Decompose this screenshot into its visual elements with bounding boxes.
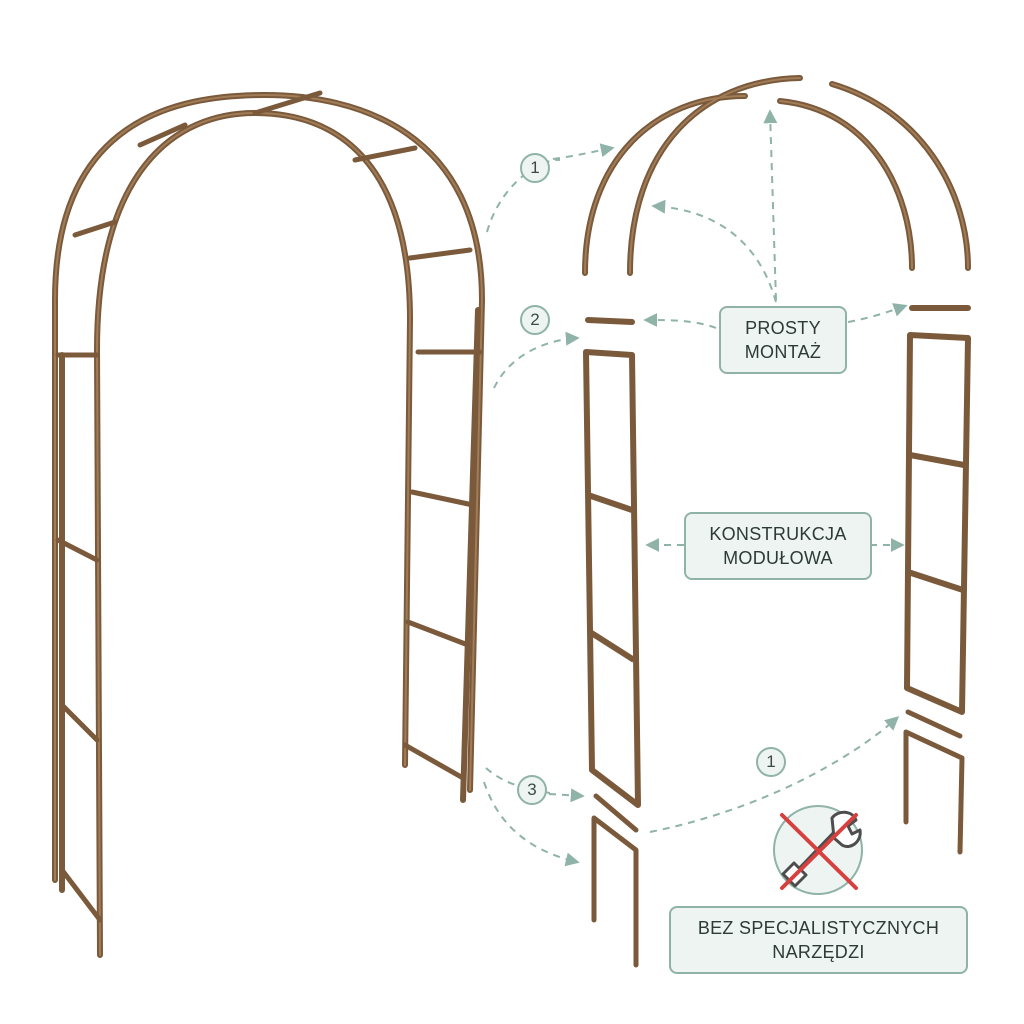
arrow-step-3-lower [483, 781, 580, 867]
top-arch-front-right [829, 81, 971, 271]
label-simple-assembly: PROSTY MONTAŻ [719, 306, 847, 374]
arrow-assembly-to-bar-left [643, 313, 717, 329]
assembled-arch-front-frame [59, 109, 481, 958]
stake-connector-left [593, 793, 639, 833]
side-panel-right [904, 332, 971, 715]
label-no-special-tools-line-1: BEZ SPECJALISTYCZNYCH [697, 918, 940, 938]
ground-stake-right [903, 729, 965, 855]
label-modular-construction-line-1: KONSTRUKCJA [709, 524, 847, 544]
side-panel-left [583, 349, 641, 808]
arrow-step-2 [493, 331, 580, 389]
label-simple-assembly-line-2: MONTAŻ [744, 342, 822, 362]
assembled-arch-cross-bars [55, 90, 483, 923]
stake-connector-right [905, 709, 963, 739]
step-badge-1: 1 [520, 153, 550, 183]
arrow-assembly-to-arch-left [651, 199, 777, 303]
arrow-step-3-to-stake [548, 788, 585, 803]
connector-bar-left [585, 317, 635, 325]
step-badge-3: 3 [517, 775, 547, 805]
assembled-arch-back-frame-highlight [54, 93, 484, 881]
label-modular-construction-line-2: MODUŁOWA [723, 548, 833, 568]
step-badge-2: 2 [520, 305, 550, 335]
no-tools-prohibition-icon [773, 805, 863, 895]
exploded-top-arches [582, 75, 971, 276]
label-modular-construction: KONSTRUKCJA MODUŁOWA [684, 512, 872, 580]
label-no-special-tools-line-2: NARZĘDZI [772, 942, 865, 962]
arrow-step-1 [486, 158, 561, 233]
top-arch-back-left [582, 93, 748, 276]
assembled-arch-front-frame-highlight [95, 111, 412, 956]
arrow-assembly-to-arch-top [763, 109, 778, 301]
arrow-step-1-head [552, 143, 615, 160]
ground-stake-left [591, 815, 639, 968]
arrow-assembly-to-bar-right [847, 303, 908, 323]
label-no-special-tools: BEZ SPECJALISTYCZNYCH NARZĘDZI [669, 906, 968, 974]
assembled-arch [52, 90, 486, 958]
flow-arrows [483, 109, 908, 867]
label-simple-assembly-line-1: PROSTY [745, 318, 821, 338]
arrow-stake-to-right [649, 716, 900, 833]
ground-stakes [591, 709, 965, 968]
connector-bars [585, 305, 971, 325]
top-arch-back-right [777, 98, 915, 271]
arrow-step-3-upper [485, 767, 551, 794]
step-badge-stake: 1 [756, 747, 786, 777]
